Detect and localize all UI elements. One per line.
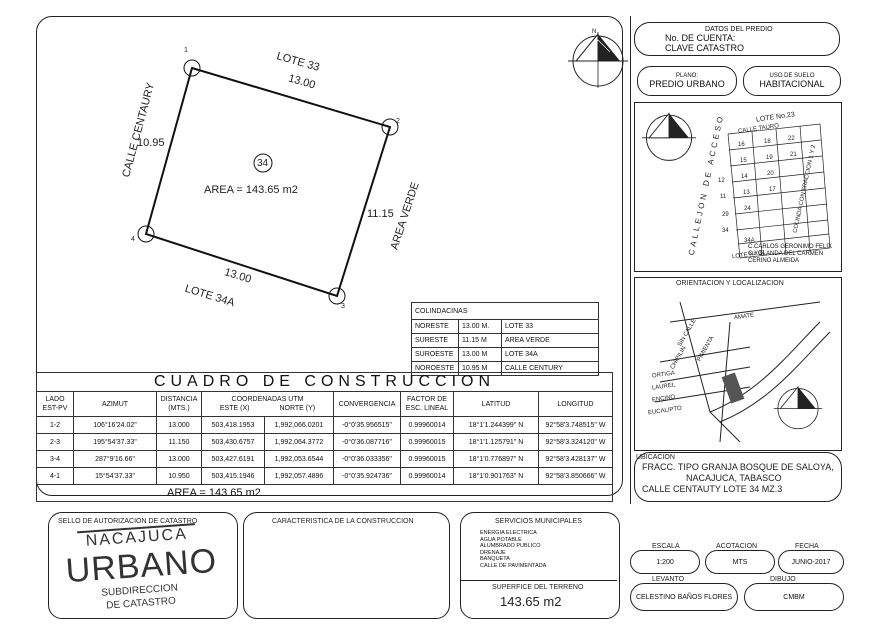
- north-arrow-icon: [641, 112, 697, 161]
- plano-value: PREDIO URBANO: [649, 79, 725, 89]
- croquis-cell: 18: [764, 139, 771, 145]
- croquis-cell: 11: [720, 194, 727, 200]
- croquis-cell: 34A: [744, 238, 755, 244]
- clave-label: CLAVE CATASTRO: [665, 42, 745, 53]
- dibujo-box: CMBM: [744, 583, 844, 611]
- cuadro-title: CUADRO DE CONSTRUCCION: [36, 372, 613, 391]
- owner-line: CERINO ALMEIDA: [748, 258, 800, 264]
- acotacion-box: MTS: [705, 550, 775, 574]
- vertex-2: 2: [396, 118, 400, 125]
- levanto-label: LEVANTO: [650, 576, 687, 583]
- fecha-value: JUNIO-2017: [791, 558, 831, 566]
- croquis-cell: 20: [767, 171, 774, 177]
- list-item: ENERGIA ELECTRICA: [480, 530, 537, 536]
- escala-value: 1:200: [656, 558, 674, 566]
- catastro-stamp: NACAJUCA URBANO SUBDIRECCION DE CATASTRO: [57, 521, 225, 620]
- north-label: N: [592, 29, 597, 35]
- location-map: [654, 301, 831, 442]
- cuadro-area: AREA = 143.65 m2: [36, 484, 613, 502]
- ubicacion-line2: NACAJUCA, TABASCO: [686, 473, 782, 483]
- cuenta-label: No. DE CUENTA:: [665, 32, 736, 43]
- superficie-value: 143.65 m2: [500, 594, 562, 609]
- vertex-4: 4: [131, 236, 135, 243]
- croquis-cell: 24: [744, 206, 751, 212]
- vertex-1: 1: [184, 47, 188, 54]
- right-column-frame: [630, 16, 845, 504]
- superficie-label: SUPERFICE DEL TERRENO: [492, 584, 584, 591]
- levanto-value: CELESTINO BAÑOS FLORES: [635, 593, 733, 601]
- side-left-dist: 10.95: [137, 137, 165, 149]
- servicios-list: ENERGIA ELECTRICA AGUA POTABLE ALUMBRADO…: [480, 530, 546, 569]
- servicios-box: [460, 512, 620, 619]
- list-item: CALLE DE PAVIMENTADA: [480, 562, 547, 569]
- ubicacion-line1: FRACC. TIPO GRANJA BOSQUE DE SALOYA,: [642, 462, 834, 472]
- north-arrow-icon: [568, 32, 628, 88]
- plano-box: PLANO: PREDIO URBANO: [637, 66, 737, 96]
- croquis-cell: 22: [788, 136, 795, 142]
- dibujo-label: DIBUJO: [768, 576, 798, 583]
- caracteristica-box: [243, 512, 450, 619]
- plano-label: PLANO:: [675, 73, 698, 79]
- croquis-cell: 13: [743, 190, 750, 196]
- ubicacion-line3: CALLE CENTAUTY LOTE 34 MZ.3: [642, 484, 783, 494]
- croquis-cell: 14: [741, 174, 748, 180]
- uso-value: HABITACIONAL: [759, 79, 825, 89]
- stamp-sub2: DE CATASTRO: [105, 595, 177, 612]
- sello-box: [48, 512, 238, 619]
- lot-area: AREA = 143.65 m2: [204, 184, 298, 196]
- ubicacion-box: [634, 452, 842, 502]
- croquis-owners: C.CARLOS GERONIMO FELIX C.YOLANDA DEL CA…: [748, 244, 832, 265]
- owner-line: C.YOLANDA DEL CARMEN: [748, 251, 824, 257]
- croquis-cell: 12: [718, 178, 725, 184]
- orientacion-title: ORIENTACION Y LOCALIZACION: [676, 280, 784, 287]
- fecha-label: FECHA: [793, 543, 821, 550]
- fecha-box: JUNIO-2017: [778, 550, 844, 574]
- datos-title: DATOS DEL PREDIO: [705, 25, 773, 33]
- croquis-cell: 15: [740, 158, 747, 164]
- escala-label: ESCALA: [650, 543, 682, 550]
- list-item: AGUA POTABLE: [480, 536, 522, 543]
- superficie-divider: [461, 580, 617, 581]
- uso-box: USO DE SUELO HABITACIONAL: [743, 66, 841, 96]
- croquis-cell: 17: [769, 187, 776, 193]
- acotacion-label: ACOTACION: [714, 543, 760, 550]
- north-arrow-icon: [773, 385, 823, 430]
- croquis-map: [727, 123, 831, 259]
- ubicacion-label: UBICACION: [636, 454, 675, 461]
- caracteristica-label: CARACTERISTICA DE LA CONSTRUCCION: [272, 518, 414, 525]
- owner-line: C.CARLOS GERONIMO FELIX: [748, 244, 833, 250]
- colindancias-title: COLINDACINAS: [411, 302, 599, 320]
- datos-predio-box: DATOS DEL PREDIO No. DE CUENTA: CLAVE CA…: [634, 22, 840, 56]
- levanto-box: CELESTINO BAÑOS FLORES: [630, 583, 738, 611]
- croquis-cell: 21: [790, 152, 797, 158]
- acotacion-value: MTS: [732, 558, 748, 566]
- sello-label: SELLO DE AUTORIZACION DE CATASTRO: [58, 518, 198, 525]
- dibujo-value: CMBM: [783, 593, 805, 601]
- uso-label: USO DE SUELO: [769, 73, 815, 79]
- escala-box: 1:200: [630, 550, 700, 574]
- list-item: BANQUETA: [480, 556, 510, 562]
- list-item: ALUMBRADO PUBLICO: [480, 543, 541, 549]
- vertex-3: 3: [341, 303, 345, 310]
- orientacion-frame: [634, 277, 842, 451]
- lot-number: 34: [257, 158, 269, 169]
- croquis-cell: 19: [766, 155, 773, 161]
- croquis-cell: 34: [722, 228, 729, 234]
- side-right-dist: 11.15: [367, 208, 394, 220]
- croquis-cell: 16: [738, 142, 745, 148]
- lot-polygon: [137, 59, 399, 305]
- servicios-title: SERVICIOS MUNICIPALES: [495, 518, 582, 525]
- croquis-cell: 29: [722, 212, 729, 218]
- list-item: DRENAJE: [480, 549, 506, 556]
